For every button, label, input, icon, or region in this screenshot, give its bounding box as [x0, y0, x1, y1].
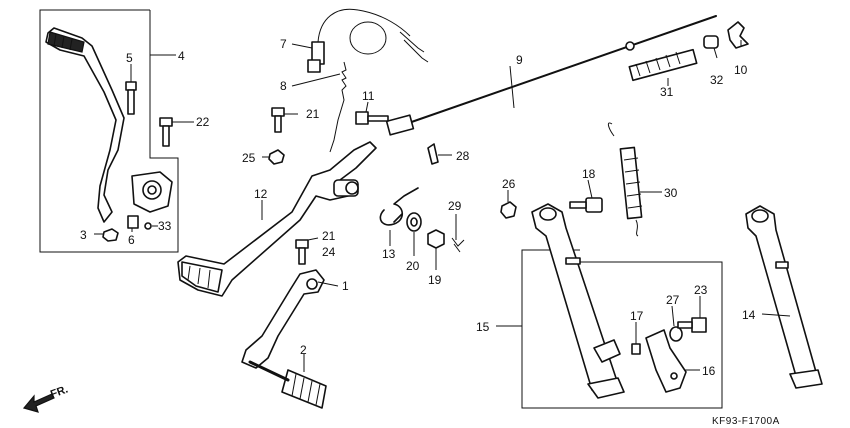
callout-12: 12: [254, 187, 268, 201]
diagram-code: KF93-F1700A: [712, 416, 780, 427]
callout-23: 23: [694, 283, 708, 297]
bolt-18: [569, 197, 603, 213]
callout-28: 28: [456, 149, 470, 163]
change-pedal-rubber: [248, 360, 327, 409]
callout-9: 9: [516, 53, 523, 67]
callout-21-lower: 21: [322, 229, 336, 243]
pin-17: [631, 343, 641, 355]
leader-lines: [94, 40, 791, 372]
callout-15: 15: [476, 320, 490, 334]
stopper-16: [645, 329, 687, 393]
callout-3: 3: [80, 228, 87, 242]
brake-pedal: [177, 141, 377, 297]
callout-29: 29: [448, 199, 462, 213]
nut-3: [102, 228, 119, 242]
cotter-pin-29: [451, 237, 465, 253]
bolt-21-lower: [295, 239, 309, 265]
nut-19: [427, 229, 445, 249]
callout-1: 1: [342, 279, 349, 293]
pin-28: [427, 143, 439, 165]
bolt-23: [677, 317, 707, 333]
spring-6: [127, 215, 139, 229]
nut-26: [500, 201, 517, 219]
spring-13: [379, 187, 419, 226]
bolt-11: [355, 111, 389, 125]
front-direction-label: FR.: [49, 383, 70, 400]
callout-7: 7: [280, 37, 287, 51]
stop-switch: [307, 8, 429, 73]
callout-16: 16: [702, 364, 716, 378]
bolt-5: [125, 81, 137, 115]
stand-group-frame: [521, 249, 723, 409]
callout-32: 32: [710, 73, 724, 87]
collar-32: [703, 35, 719, 49]
brake-rod: [385, 15, 717, 136]
kickstarter-arm: [45, 27, 173, 223]
callout-33: 33: [158, 219, 172, 233]
nut-25: [268, 149, 285, 165]
callout-2: 2: [300, 343, 307, 357]
callout-8: 8: [280, 79, 287, 93]
callout-24: 24: [322, 245, 336, 259]
spring-8: [329, 61, 347, 153]
callout-20: 20: [406, 259, 420, 273]
callout-30: 30: [664, 186, 678, 200]
kick-group-frame: [39, 9, 150, 253]
spring-30: [607, 122, 643, 237]
callout-27: 27: [666, 293, 680, 307]
callout-5: 5: [126, 51, 133, 65]
main-stand: [531, 203, 625, 399]
callout-31: 31: [660, 85, 674, 99]
callout-25: 25: [242, 151, 256, 165]
callout-4: 4: [178, 49, 185, 63]
callout-11: 11: [362, 89, 375, 103]
callout-10: 10: [734, 63, 748, 77]
callout-17: 17: [630, 309, 644, 323]
callout-6: 6: [128, 233, 135, 247]
bolt-21-upper: [271, 107, 285, 133]
callout-21-upper: 21: [306, 107, 320, 121]
washer-27: [669, 326, 683, 342]
callout-18: 18: [582, 167, 596, 181]
change-arm: [241, 269, 325, 369]
front-arrow-icon: [22, 393, 55, 413]
callout-26: 26: [502, 177, 516, 191]
side-stand: [745, 205, 823, 389]
ball-33: [144, 222, 152, 230]
spring-31: [628, 48, 698, 82]
callout-19: 19: [428, 273, 442, 287]
bolt-22: [159, 117, 173, 147]
callout-22: 22: [196, 115, 210, 129]
callout-14: 14: [742, 308, 756, 322]
joint-10: [727, 21, 749, 49]
kick-group-frame-right: [149, 10, 179, 253]
callout-13: 13: [382, 247, 396, 261]
